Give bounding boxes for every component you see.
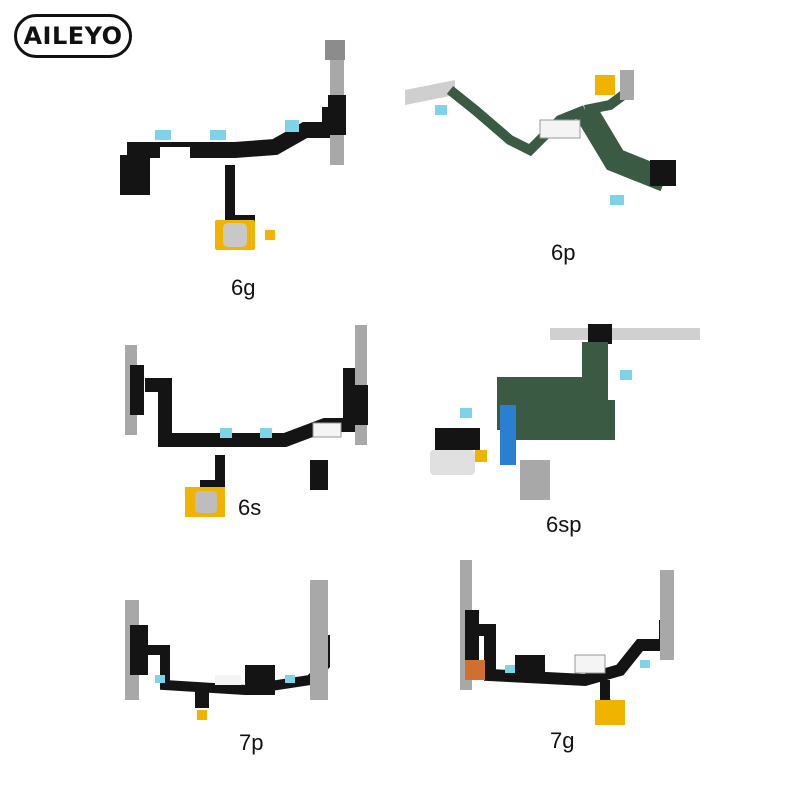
brand-logo-text: AILEYO [23,22,123,50]
brand-logo: AILEYO [14,14,132,58]
product-image-6s [125,325,368,517]
product-image-6p [405,70,676,205]
product-label-6p: 6p [551,240,576,265]
product-label-6s: 6s [238,495,262,520]
product-label-6sp: 6sp [546,512,582,537]
product-label-6g: 6g [231,275,256,300]
product-image-7g [460,560,674,725]
product-label-7g: 7g [550,728,575,753]
product-image-7p [125,580,330,720]
product-label-7p: 7p [239,730,264,755]
product-image-6sp [430,324,700,500]
product-image-6g [120,40,346,250]
